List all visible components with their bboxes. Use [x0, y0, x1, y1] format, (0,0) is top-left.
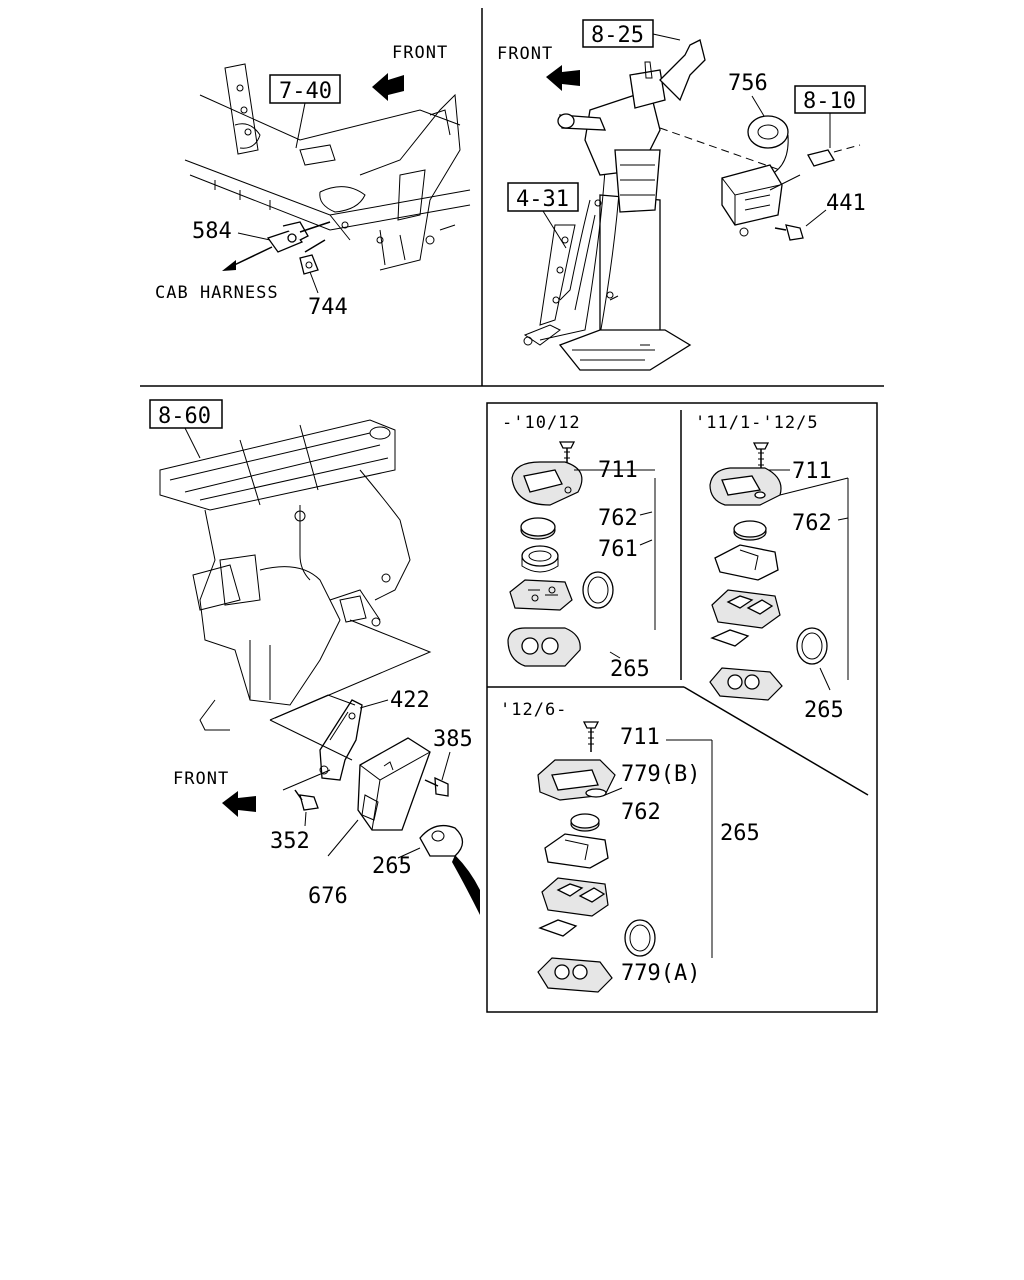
- callout-422: 422: [390, 688, 430, 713]
- cab-harness-label: CAB HARNESS: [155, 283, 279, 303]
- front-arrow-a: FRONT: [372, 43, 448, 101]
- detail-key-fob-a: -'10/12 711 762 761 265: [502, 413, 656, 682]
- callout-a-761: 761: [598, 537, 638, 562]
- front-arrow-c: FRONT: [173, 769, 256, 817]
- detail-key-fob-c: '12/6- 711 779(B) 762 265 779(A): [500, 700, 760, 993]
- panel-dividers: [140, 8, 884, 1013]
- period-label-a: -'10/12: [502, 413, 581, 433]
- callout-c-779a: 779(A): [621, 961, 700, 986]
- callout-c-711: 711: [620, 725, 660, 750]
- leader-lines-bottom-left: [269, 619, 451, 859]
- heater-unit-illustration: [159, 419, 464, 857]
- callout-c-762: 762: [621, 800, 661, 825]
- front-label-c: FRONT: [173, 769, 229, 789]
- steering-column-illustration: [523, 39, 861, 371]
- svg-text:4-31: 4-31: [516, 187, 569, 212]
- callout-584: 584: [192, 219, 232, 244]
- front-label-a: FRONT: [392, 43, 448, 63]
- ref-box-8-10: 8-10: [794, 85, 866, 148]
- callout-676: 676: [308, 884, 348, 909]
- front-arrow-b: FRONT: [497, 44, 580, 91]
- period-label-c: '12/6-: [500, 700, 567, 720]
- callout-441: 441: [826, 191, 866, 216]
- callout-a-265: 265: [610, 657, 650, 682]
- callout-b-265: 265: [804, 698, 844, 723]
- callout-265-main: 265: [372, 854, 412, 879]
- svg-text:8-25: 8-25: [591, 23, 644, 48]
- detail-pointer-wedge: [452, 855, 480, 915]
- detail-key-fob-b: '11/1-'12/5 711 762 265: [695, 413, 849, 723]
- svg-text:8-60: 8-60: [158, 404, 211, 429]
- svg-text:7-40: 7-40: [279, 79, 332, 104]
- ref-box-8-25: 8-25: [582, 19, 681, 48]
- ref-box-8-60: 8-60: [149, 399, 223, 459]
- ref-box-4-31: 4-31: [507, 182, 579, 249]
- callout-756: 756: [728, 71, 768, 96]
- ref-box-7-40: 7-40: [269, 74, 341, 149]
- callout-c-779b: 779(B): [621, 762, 700, 787]
- callout-385: 385: [433, 727, 473, 752]
- front-label-b: FRONT: [497, 44, 553, 64]
- callout-b-711: 711: [792, 459, 832, 484]
- callout-352: 352: [270, 829, 310, 854]
- svg-text:8-10: 8-10: [803, 89, 856, 114]
- callout-b-762: 762: [792, 511, 832, 536]
- callout-c-265: 265: [720, 821, 760, 846]
- callout-a-762: 762: [598, 506, 638, 531]
- cab-frame-illustration: [184, 63, 471, 275]
- callout-744: 744: [308, 295, 348, 320]
- period-label-b: '11/1-'12/5: [695, 413, 819, 433]
- callout-a-711: 711: [598, 458, 638, 483]
- cab-harness-arrow: [222, 246, 273, 271]
